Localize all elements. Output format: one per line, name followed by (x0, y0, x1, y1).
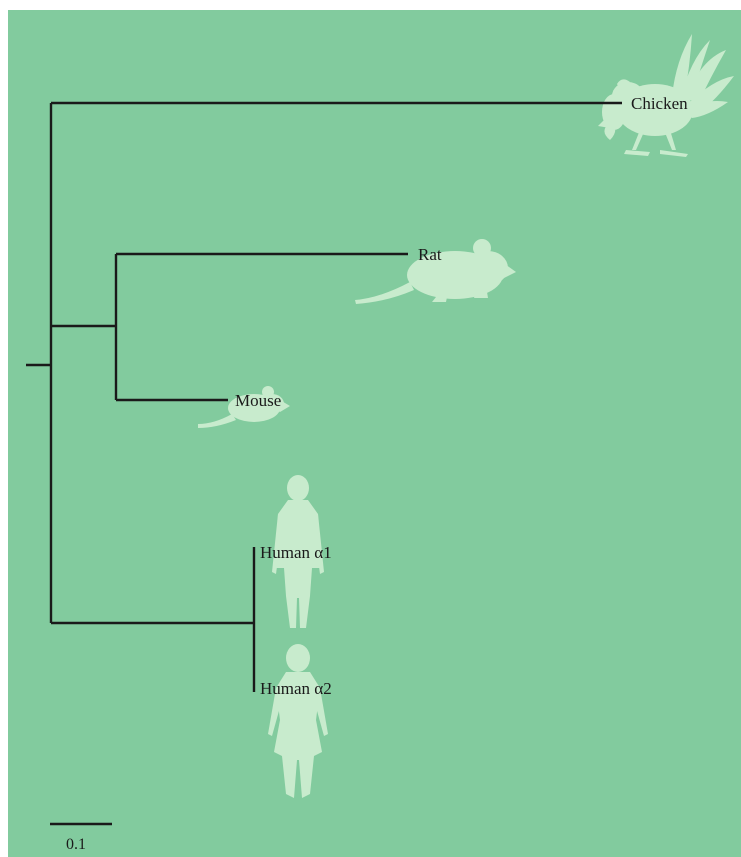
leaf-label-mouse: Mouse (235, 391, 281, 410)
leaf-label-human-a2: Human α2 (260, 679, 332, 698)
leaf-label-rat: Rat (418, 245, 442, 264)
human-female-silhouette-icon (268, 644, 328, 798)
scale-bar-label: 0.1 (66, 836, 86, 853)
chicken-silhouette-icon (598, 34, 734, 157)
rat-silhouette-icon (355, 239, 516, 304)
tree-panel (8, 10, 741, 857)
leaf-label-human-a1: Human α1 (260, 543, 332, 562)
mouse-silhouette-icon (198, 386, 290, 428)
scale-bar: 0.1 (50, 822, 112, 853)
leaf-label-chicken: Chicken (631, 94, 688, 113)
human-female-silhouette-icon (272, 475, 324, 628)
tree-branches (26, 101, 622, 692)
